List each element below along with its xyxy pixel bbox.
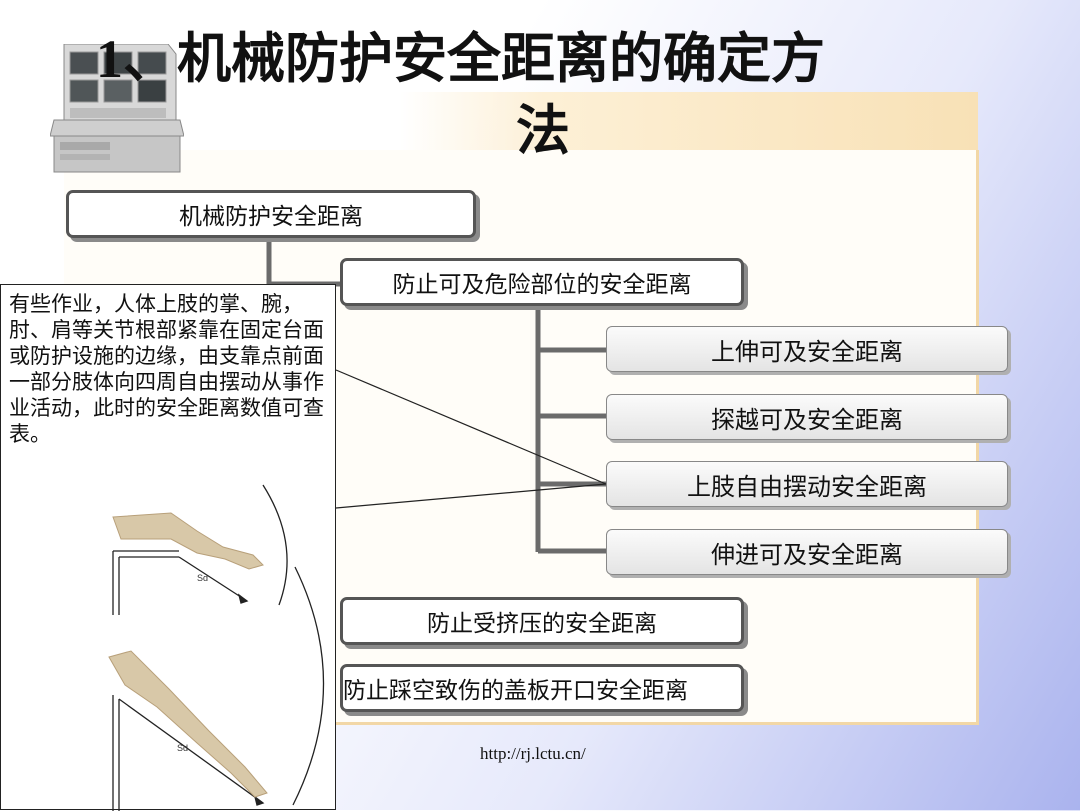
node-root: 机械防护安全距离 [66, 190, 476, 238]
title-number: 1、 [96, 29, 177, 89]
arm-figure-2-limb [108, 650, 268, 798]
node-branch-cover-opening: 防止踩空致伤的盖板开口安全距离 [340, 664, 744, 712]
node-sub-upper-limb-swing: 上肢自由摆动安全距离 [606, 461, 1008, 507]
arm-figure-1-label: Sd [197, 573, 208, 583]
callout-note-text: 有些作业，人体上肢的掌、腕，肘、肩等关节根部紧靠在固定台面或防护设施的边缘，由支… [9, 292, 324, 446]
footer-url: http://rj.lctu.cn/ [480, 744, 586, 763]
arm-figure-2 [112, 566, 325, 811]
node-branch-reach-danger: 防止可及危险部位的安全距离 [340, 258, 744, 306]
arm-swing-figures: Sd Sd [108, 484, 325, 811]
monitoring-console-icon [50, 44, 184, 173]
page-title-line-1: 1、机械防护安全距离的确定方 [96, 26, 825, 91]
callout-note: 有些作业，人体上肢的掌、腕，肘、肩等关节根部紧靠在固定台面或防护设施的边缘，由支… [0, 284, 336, 811]
node-sub-reach-over: 探越可及安全距离 [606, 394, 1008, 440]
arm-figure-2-label: Sd [177, 743, 188, 753]
title-text-line-1: 机械防护安全距离的确定方 [177, 26, 825, 90]
node-sub-reach-up: 上伸可及安全距离 [606, 326, 1008, 372]
arm-figure-1-limb [112, 512, 264, 570]
node-sub-reach-in: 伸进可及安全距离 [606, 529, 1008, 575]
arm-figure-1 [112, 484, 288, 615]
page-title-line-2: 法 [516, 98, 570, 162]
title-band [400, 92, 978, 150]
node-branch-crush: 防止受挤压的安全距离 [340, 597, 744, 645]
